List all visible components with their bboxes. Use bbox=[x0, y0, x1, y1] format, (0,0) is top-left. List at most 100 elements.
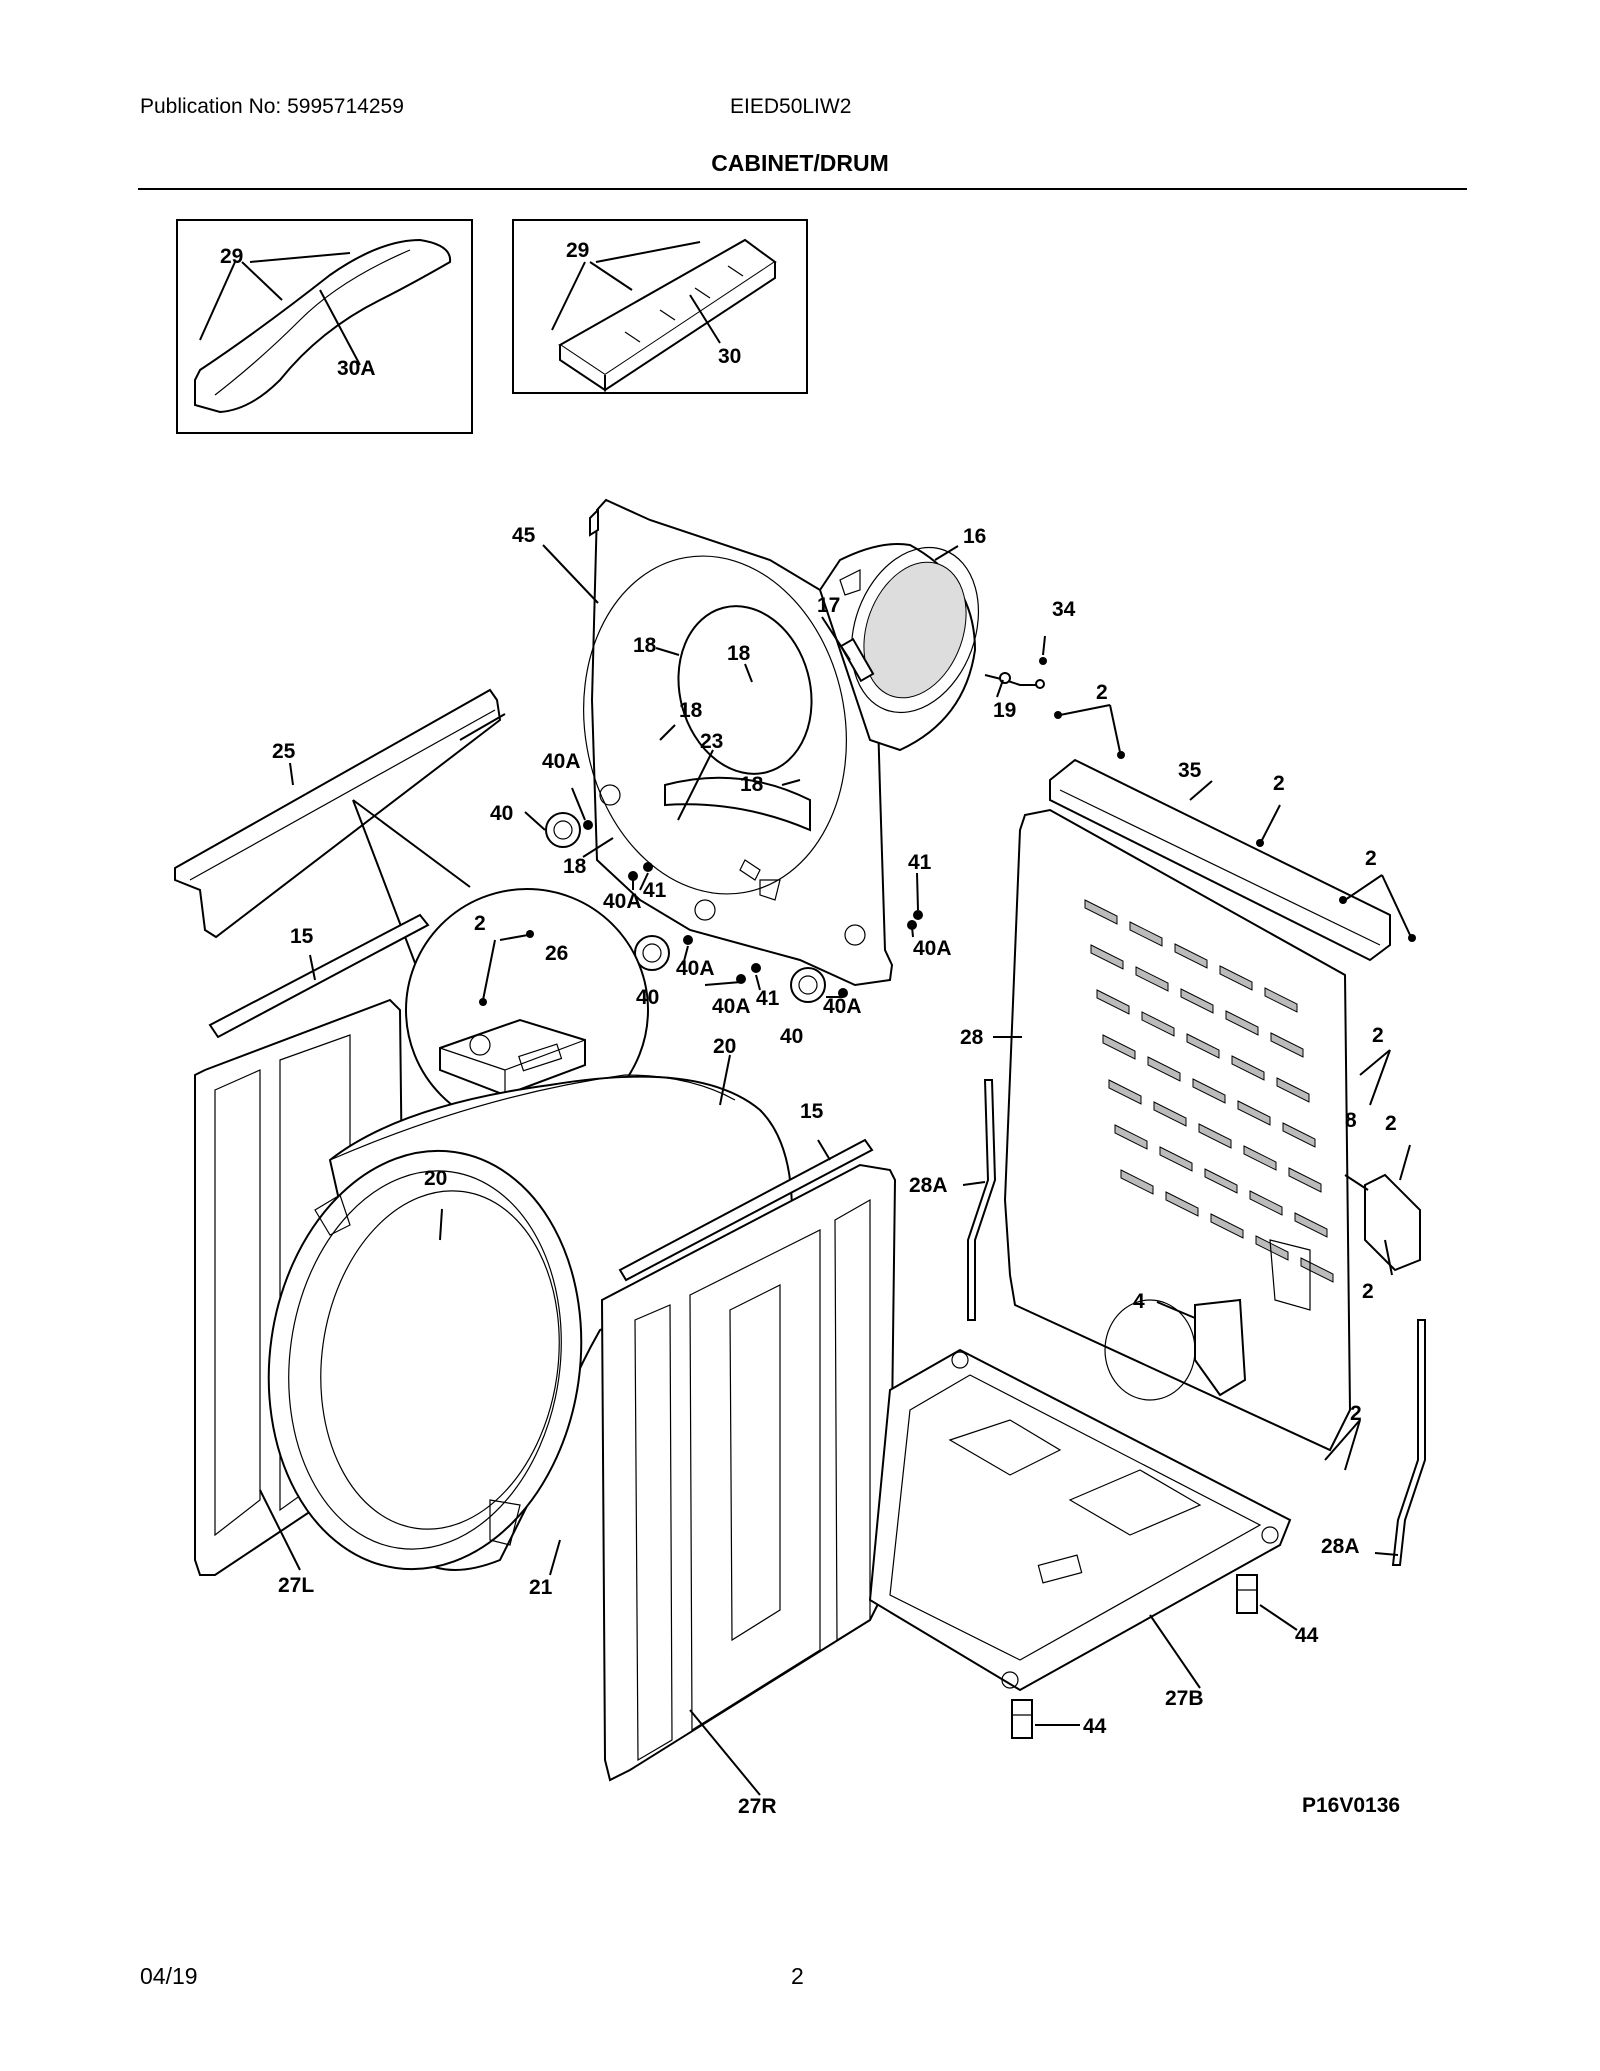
label-2: 2 bbox=[1273, 772, 1285, 795]
corner-braces bbox=[967, 1079, 1426, 1566]
vent-slot bbox=[1084, 899, 1118, 925]
terminal-bracket bbox=[1364, 1173, 1421, 1272]
label-18: 18 bbox=[633, 634, 657, 657]
rear-panel bbox=[1003, 808, 1352, 1452]
label-18: 18 bbox=[740, 773, 764, 796]
vent-slot bbox=[1264, 987, 1298, 1013]
vent-slot bbox=[1165, 1191, 1199, 1217]
label-20: 20 bbox=[713, 1035, 736, 1058]
vent-slot bbox=[1219, 965, 1253, 991]
label-34: 34 bbox=[1052, 598, 1076, 621]
label-26: 26 bbox=[545, 942, 568, 965]
label-2: 2 bbox=[1365, 847, 1377, 870]
label-44: 44 bbox=[1295, 1624, 1319, 1647]
vent-slot bbox=[1147, 1056, 1181, 1082]
label-40A: 40A bbox=[603, 890, 642, 913]
page-title: CABINET/DRUM bbox=[711, 150, 889, 176]
label-29: 29 bbox=[566, 239, 589, 262]
model-number: EIED50LIW2 bbox=[730, 95, 852, 118]
page-number: 2 bbox=[791, 1963, 804, 1989]
vent-slot bbox=[1108, 1079, 1142, 1105]
label-40A: 40A bbox=[913, 937, 952, 960]
label-28: 28 bbox=[960, 1026, 984, 1049]
leveling-legs bbox=[1011, 1574, 1258, 1739]
label-35: 35 bbox=[1178, 759, 1202, 782]
diagram-code: P16V0136 bbox=[1302, 1794, 1400, 1817]
publication-date: 04/19 bbox=[140, 1963, 198, 1989]
label-40A: 40A bbox=[676, 957, 715, 980]
label-18: 18 bbox=[727, 642, 751, 665]
vent-slot bbox=[1174, 943, 1208, 969]
control-board-callout bbox=[352, 799, 649, 1132]
vent-slot bbox=[1255, 1235, 1289, 1261]
top-rear-bracket bbox=[1049, 758, 1391, 962]
label-40: 40 bbox=[636, 986, 659, 1009]
label-40A: 40A bbox=[712, 995, 751, 1018]
label-18: 18 bbox=[679, 699, 703, 722]
label-44: 44 bbox=[1083, 1715, 1107, 1738]
vent-slot bbox=[1135, 966, 1169, 992]
label-4: 4 bbox=[1133, 1290, 1145, 1313]
screws-rear bbox=[1054, 704, 1416, 1471]
right-side-panel bbox=[600, 1163, 897, 1782]
label-27B: 27B bbox=[1165, 1687, 1204, 1710]
vent-slot bbox=[1282, 1122, 1316, 1148]
vent-slot bbox=[1204, 1168, 1238, 1194]
label-30A: 30A bbox=[337, 357, 376, 380]
label-16: 16 bbox=[963, 525, 986, 548]
vent-slot bbox=[1186, 1033, 1220, 1059]
label-8: 8 bbox=[1345, 1109, 1357, 1132]
label-41: 41 bbox=[756, 987, 780, 1010]
label-41: 41 bbox=[643, 879, 667, 902]
leader-lines bbox=[259, 544, 1399, 1796]
vent-slot bbox=[1288, 1167, 1322, 1193]
vent-slot bbox=[1249, 1190, 1283, 1216]
vent-slot bbox=[1225, 1010, 1259, 1036]
vent-slot bbox=[1300, 1257, 1334, 1283]
label-40A: 40A bbox=[823, 995, 862, 1018]
vent-slot bbox=[1153, 1101, 1187, 1127]
label-30: 30 bbox=[718, 345, 741, 368]
label-2: 2 bbox=[1362, 1280, 1374, 1303]
drum-glides bbox=[545, 812, 923, 1003]
vent-slot bbox=[1159, 1146, 1193, 1172]
vent-slot bbox=[1180, 988, 1214, 1014]
vent-slot bbox=[1096, 989, 1130, 1015]
label-21: 21 bbox=[529, 1576, 553, 1599]
label-20: 20 bbox=[424, 1167, 447, 1190]
inset-box-30: 29 30 bbox=[512, 219, 808, 394]
small-parts bbox=[839, 637, 1047, 689]
vent-slot bbox=[1102, 1034, 1136, 1060]
rear-panel-vents bbox=[1084, 899, 1334, 1283]
vent-slot bbox=[1114, 1124, 1148, 1150]
part-labels: 45 16 17 34 19 18 18 18 18 23 25 40A 40 … bbox=[272, 524, 1400, 1818]
vent-slot bbox=[1210, 1213, 1244, 1239]
label-19: 19 bbox=[993, 699, 1016, 722]
vent-slot bbox=[1243, 1145, 1277, 1171]
vent-slot bbox=[1198, 1123, 1232, 1149]
vent-slot bbox=[1141, 1011, 1175, 1037]
exhaust-duct bbox=[818, 543, 980, 752]
label-2: 2 bbox=[1096, 681, 1108, 704]
label-29: 29 bbox=[220, 245, 243, 268]
vent-slot bbox=[1129, 921, 1163, 947]
vent-slot bbox=[1192, 1078, 1226, 1104]
label-41: 41 bbox=[908, 851, 932, 874]
label-27L: 27L bbox=[278, 1574, 314, 1597]
label-40: 40 bbox=[490, 802, 513, 825]
label-40A: 40A bbox=[542, 750, 581, 773]
vent-slot bbox=[1276, 1077, 1310, 1103]
label-2: 2 bbox=[474, 912, 486, 935]
vent-slot bbox=[1120, 1169, 1154, 1195]
vent-slot bbox=[1294, 1212, 1328, 1238]
label-15: 15 bbox=[800, 1100, 824, 1123]
label-2: 2 bbox=[1385, 1112, 1397, 1135]
label-27R: 27R bbox=[738, 1795, 777, 1818]
label-28A: 28A bbox=[1321, 1535, 1360, 1558]
base-pan bbox=[868, 1348, 1292, 1692]
label-40: 40 bbox=[780, 1025, 803, 1048]
front-bulkhead bbox=[583, 498, 894, 987]
label-18: 18 bbox=[563, 855, 587, 878]
top-bracket bbox=[174, 688, 506, 939]
